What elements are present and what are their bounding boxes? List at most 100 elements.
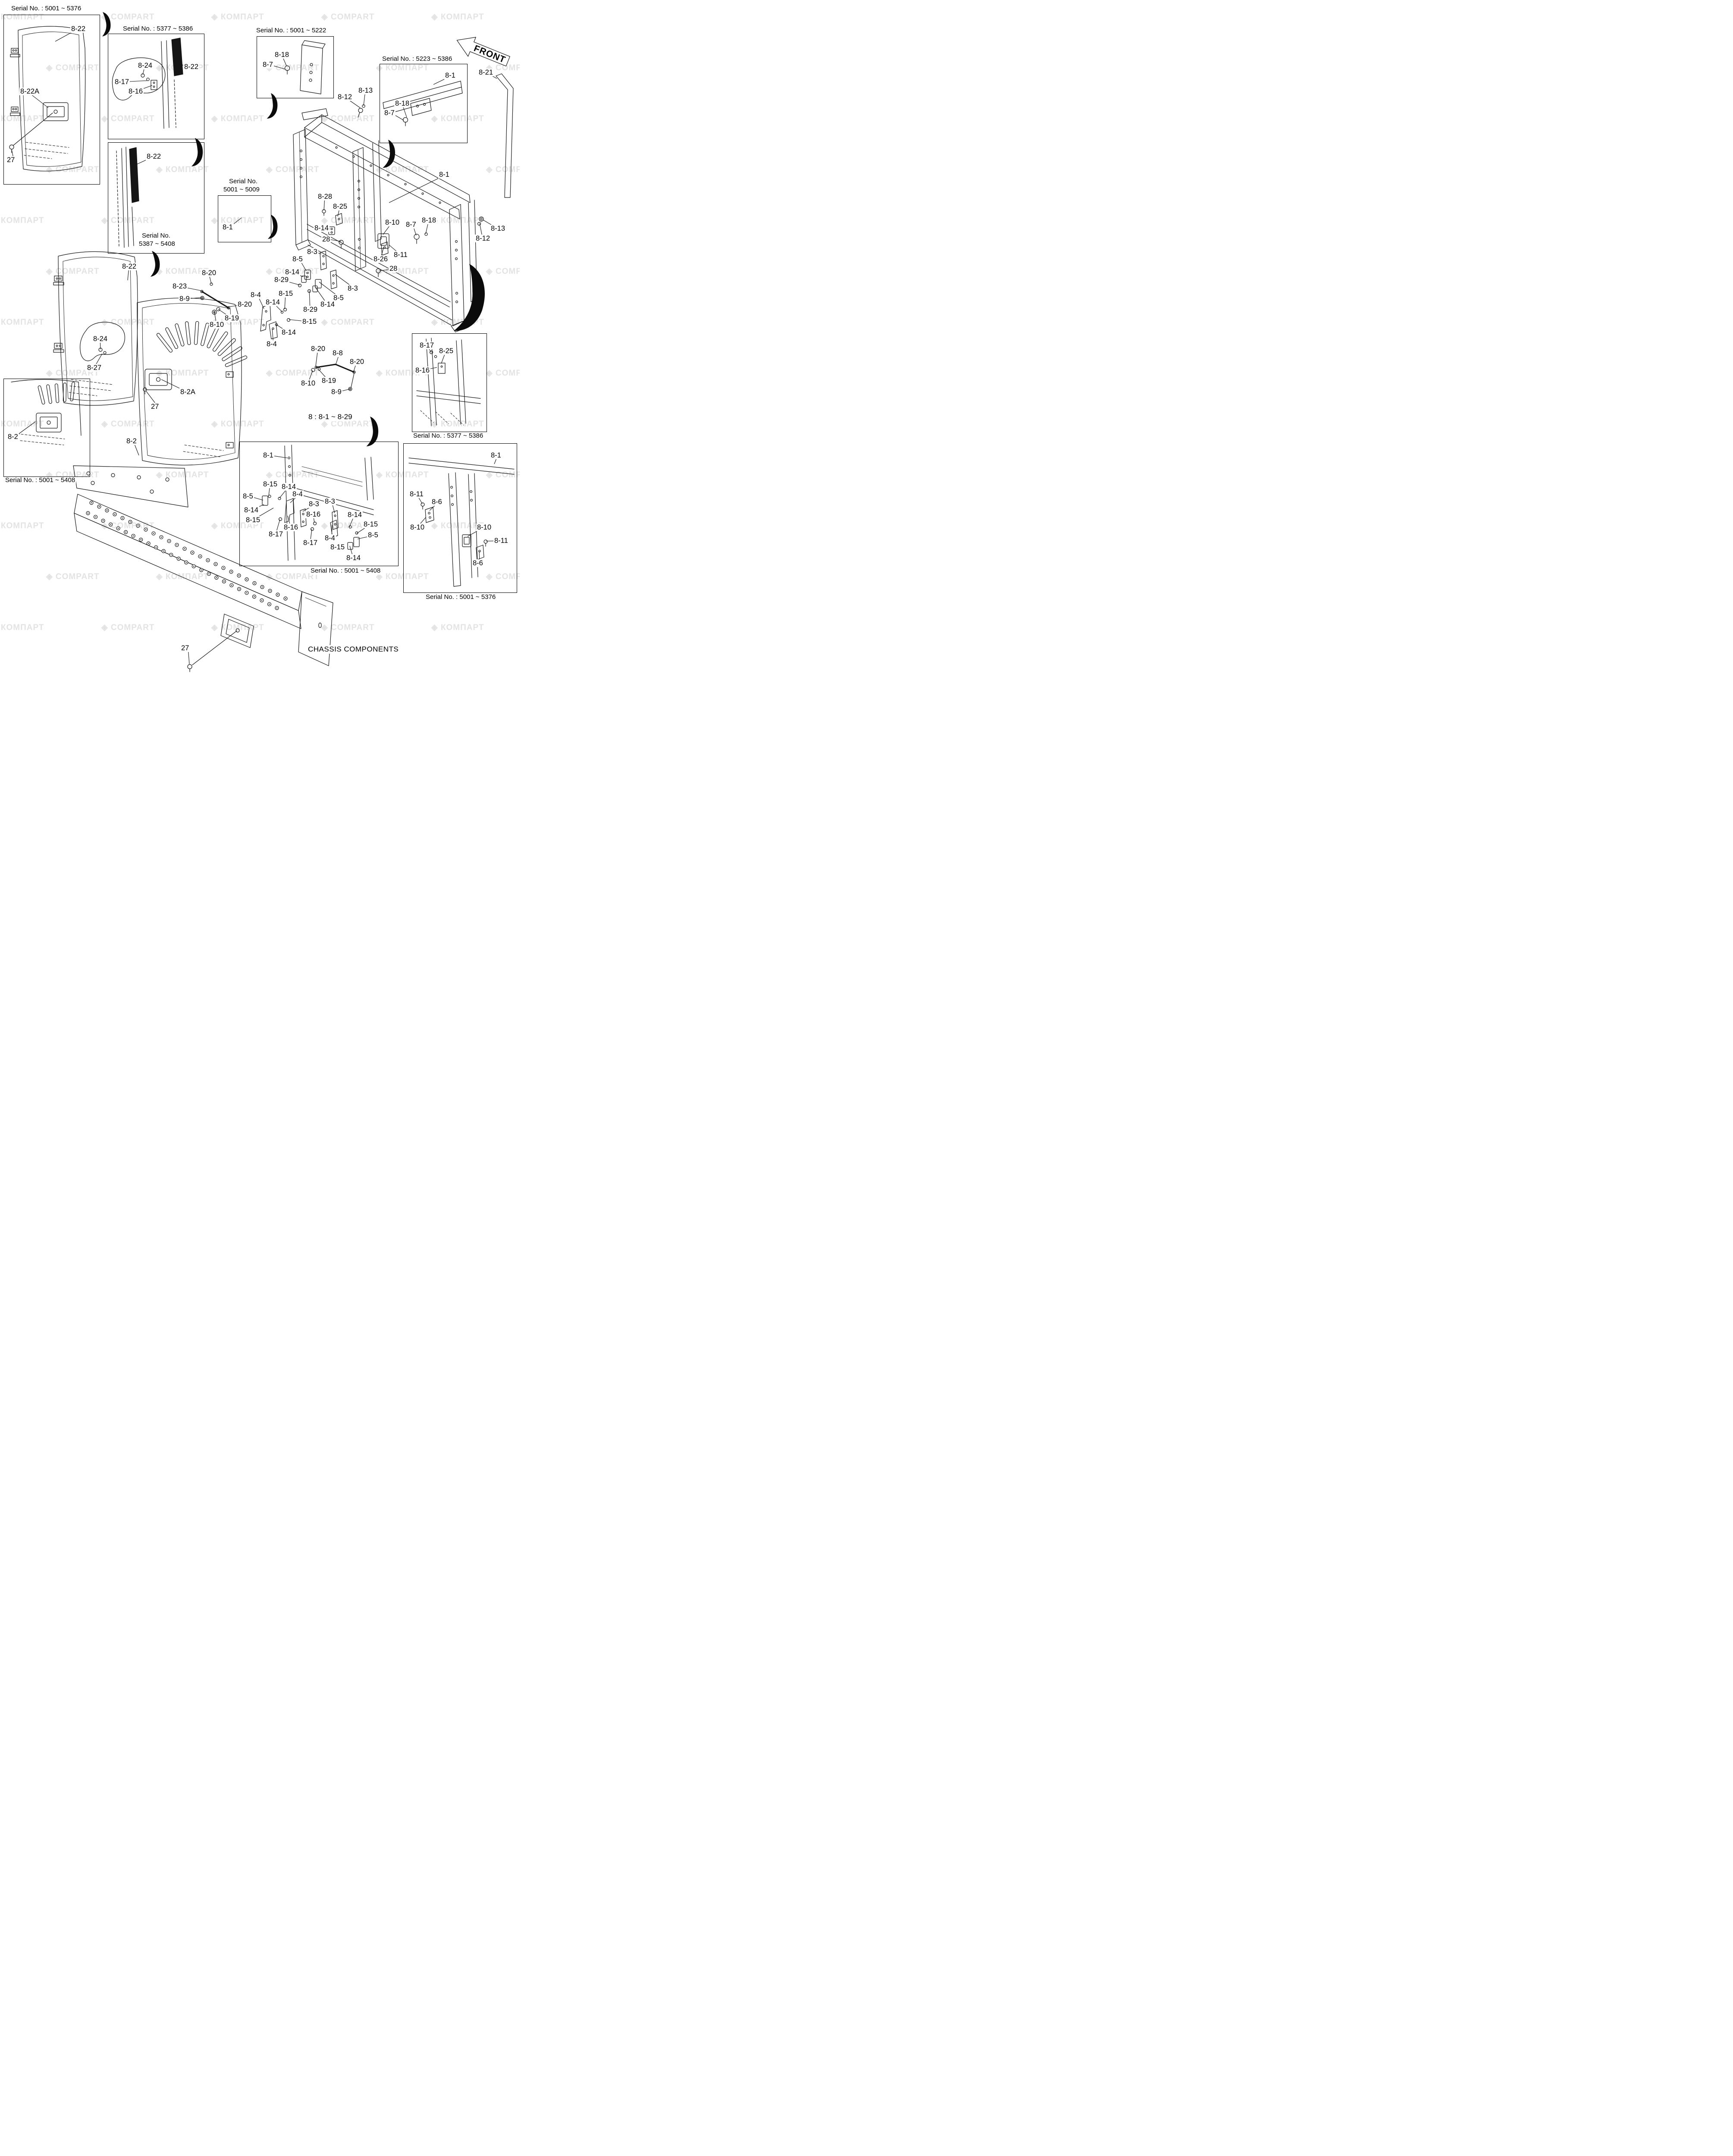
watermark-tile: ◈ COMPART	[321, 623, 375, 632]
part-label: 8-3	[347, 285, 359, 293]
inset-box-door-strip	[108, 142, 204, 254]
part-label: 8-22	[121, 263, 138, 271]
part-label: 28	[321, 235, 331, 244]
part-label: 8-23	[172, 282, 188, 291]
inset-box-frame-corner-early	[257, 36, 334, 98]
part-label: 8-22	[146, 153, 162, 161]
watermark-tile: ◈ КОМПАРТ	[211, 623, 264, 632]
door-panel-left-drawing	[53, 251, 138, 406]
inset-box-frame-rail-late	[380, 64, 468, 143]
part-label: 8-10	[409, 523, 426, 532]
part-label: 8-27	[86, 364, 103, 372]
watermark-tile: ◈ КОМПАРТ	[376, 572, 429, 581]
part-label: 28	[389, 265, 399, 273]
serial-caption: Serial No. : 5001 ~ 5408	[4, 476, 76, 484]
part-label: 8-20	[201, 269, 217, 277]
part-label: 8-10	[209, 321, 225, 329]
serial-caption: Serial No. : 5223 ~ 5386	[381, 55, 453, 63]
watermark-tile: ◈ COMPART	[486, 572, 520, 581]
part-label: 8-5	[333, 294, 345, 302]
part-label: 8-24	[137, 62, 154, 70]
part-label: 8-15	[330, 543, 346, 552]
part-label: 8-18	[394, 100, 411, 108]
watermark-tile: ◈ КОМПАРТ	[431, 13, 484, 22]
watermark-tile: ◈ КОМПАРТ	[211, 114, 264, 123]
watermark-tile: ◈ COMPART	[46, 63, 100, 72]
serial-caption: 5001 ~ 5009	[223, 186, 261, 194]
watermark-layer: ◈ КОМПАРТ ◈ COMPART ◈ КОМПАРТ ◈ COMPART ◈ КО…	[0, 0, 520, 673]
watermark-tile: ◈ КОМПАРТ	[431, 216, 484, 225]
part-label: 8-11	[393, 251, 408, 259]
part-label: 8-4	[292, 490, 304, 498]
watermark-tile: ◈ COMPART	[46, 267, 100, 276]
inset-box-frame-post-5001-5009	[218, 195, 271, 242]
frame-corner-early-drawing	[284, 40, 326, 94]
watermark-tile: ◈ КОМПАРТ	[431, 114, 484, 123]
part-label: 8-2	[126, 437, 138, 445]
part-label: 8-17	[114, 78, 130, 86]
part-label: 8-12	[475, 235, 491, 243]
part-label: 8-10	[476, 523, 493, 532]
part-label: 8-3	[306, 248, 318, 256]
part-label: 8-19	[224, 314, 240, 323]
watermark-tile: ◈ COMPART	[486, 267, 520, 276]
part-label: 8-14	[314, 224, 330, 232]
serial-caption: Serial No. : 5377 ~ 5386	[412, 432, 484, 440]
part-label: 8-11	[493, 537, 509, 545]
serial-caption: Serial No. : 5001 ~ 5376	[425, 593, 497, 601]
door-corner-vent-drawing	[11, 379, 82, 445]
serial-caption: Serial No.	[228, 178, 258, 185]
part-label: 8-16	[128, 88, 144, 96]
watermark-tile: ◈ COMPART	[101, 420, 155, 429]
inset-box-vented-door-corner	[3, 379, 90, 477]
part-label: 8-5	[242, 492, 254, 501]
part-label: 8-29	[273, 276, 290, 284]
serial-caption: Serial No. : 5001 ~ 5408	[310, 567, 382, 575]
door-edge-strip-drawing	[116, 147, 139, 248]
part-label: 8-17	[302, 539, 319, 547]
serial-caption: Serial No. : 5377 ~ 5386	[122, 25, 194, 33]
watermark-tile: ◈ КОМПАРТ	[156, 267, 209, 276]
watermark-tile: ◈ КОМПАРТ	[376, 165, 429, 174]
part-label: 8-14	[265, 298, 281, 307]
part-label: 8-22	[70, 25, 87, 33]
serial-caption: Serial No. : 5001 ~ 5376	[10, 5, 82, 13]
watermark-tile: ◈ COMPART	[101, 114, 155, 123]
part-label: 8-15	[301, 318, 318, 326]
watermark-tile: ◈ COMPART	[486, 63, 520, 72]
part-label: 8-9	[179, 295, 191, 303]
watermark-tile: ◈ КОМПАРТ	[376, 470, 429, 479]
watermark-tile: ◈ КОМПАРТ	[0, 216, 44, 225]
watermark-tile: ◈ КОМПАРТ	[211, 13, 264, 22]
part-label: 8-3	[308, 500, 320, 508]
watermark-tile: ◈ КОМПАРТ	[431, 420, 484, 429]
watermark-tile: ◈ COMPART	[321, 216, 375, 225]
part-label: 8-12	[337, 93, 353, 101]
watermark-tile: ◈ COMPART	[266, 165, 320, 174]
part-label: 8-16	[305, 511, 322, 519]
watermark-tile: ◈ КОМПАРТ	[156, 572, 209, 581]
inset-box-lower-mounts	[239, 442, 399, 566]
part-label: 8-24	[92, 335, 109, 343]
watermark-tile: ◈ КОМПАРТ	[431, 623, 484, 632]
part-label: 8-15	[262, 480, 279, 489]
bumper-assembly-drawing	[73, 465, 333, 672]
part-label: 8-4	[324, 534, 336, 542]
watermark-tile: ◈ COMPART	[266, 63, 320, 72]
part-label: 8-14	[284, 268, 301, 276]
serial-caption: Serial No.	[141, 232, 171, 240]
part-label: 8-2	[7, 433, 19, 441]
watermark-tile: ◈ COMPART	[46, 572, 100, 581]
part-label: 8-1	[444, 72, 456, 80]
watermark-tile: ◈ КОМПАРТ	[211, 420, 264, 429]
inset-box-door-corner-late	[108, 34, 204, 139]
part-label: 8-1	[222, 223, 234, 232]
part-label: 8-14	[345, 554, 362, 562]
watermark-tile: ◈ КОМПАРТ	[211, 216, 264, 225]
watermark-tile: ◈ КОМПАРТ	[0, 420, 44, 429]
watermark-tile: ◈ КОМПАРТ	[156, 470, 209, 479]
part-label: 8-16	[283, 523, 299, 532]
part-label: 8-14	[281, 329, 297, 337]
watermark-tile: ◈ КОМПАРТ	[431, 521, 484, 530]
